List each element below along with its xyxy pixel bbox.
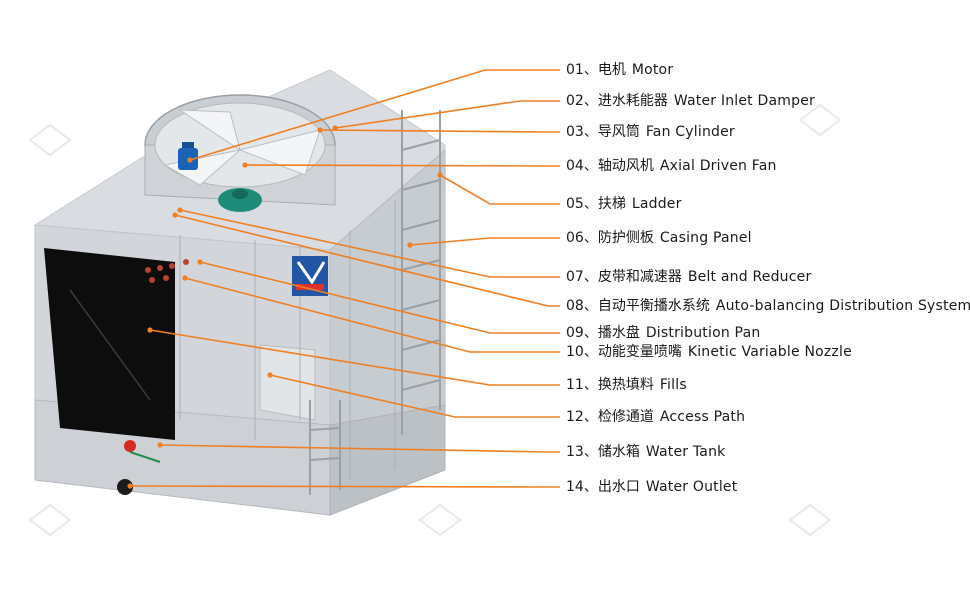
water-outlet bbox=[117, 479, 133, 495]
leader-dot bbox=[182, 275, 188, 281]
leader-dot bbox=[187, 157, 193, 163]
leader-line bbox=[334, 100, 560, 129]
leader-line bbox=[174, 214, 560, 307]
access-opening bbox=[259, 344, 316, 421]
leader-dot bbox=[172, 212, 178, 218]
leader-line bbox=[319, 129, 560, 133]
leader-dot bbox=[242, 162, 248, 168]
leader-dot bbox=[157, 442, 163, 448]
leader-dot bbox=[437, 172, 443, 178]
leader-line bbox=[439, 174, 560, 205]
leader-dot bbox=[127, 483, 133, 489]
leader-line bbox=[244, 164, 560, 167]
leader-line bbox=[129, 485, 560, 488]
leader-line bbox=[149, 329, 560, 386]
nozzles bbox=[145, 259, 189, 283]
leader-line bbox=[409, 237, 560, 246]
leader-dot bbox=[147, 327, 153, 333]
watermark-logos bbox=[28, 103, 842, 537]
leader-line bbox=[199, 261, 560, 334]
leader-dot bbox=[407, 242, 413, 248]
fan-blades bbox=[163, 109, 321, 186]
leader-dot bbox=[197, 259, 203, 265]
ladder bbox=[309, 110, 441, 495]
leader-line bbox=[179, 209, 560, 278]
leader-dot bbox=[332, 125, 338, 131]
leader-line bbox=[159, 444, 560, 453]
leader-dot bbox=[267, 372, 273, 378]
leader-dot bbox=[177, 207, 183, 213]
leader-line bbox=[184, 277, 560, 353]
leader-line bbox=[269, 374, 560, 418]
leader-lines bbox=[127, 69, 560, 489]
leader-dot bbox=[317, 127, 323, 133]
leader-line bbox=[189, 69, 560, 161]
fan-hub bbox=[218, 188, 262, 212]
